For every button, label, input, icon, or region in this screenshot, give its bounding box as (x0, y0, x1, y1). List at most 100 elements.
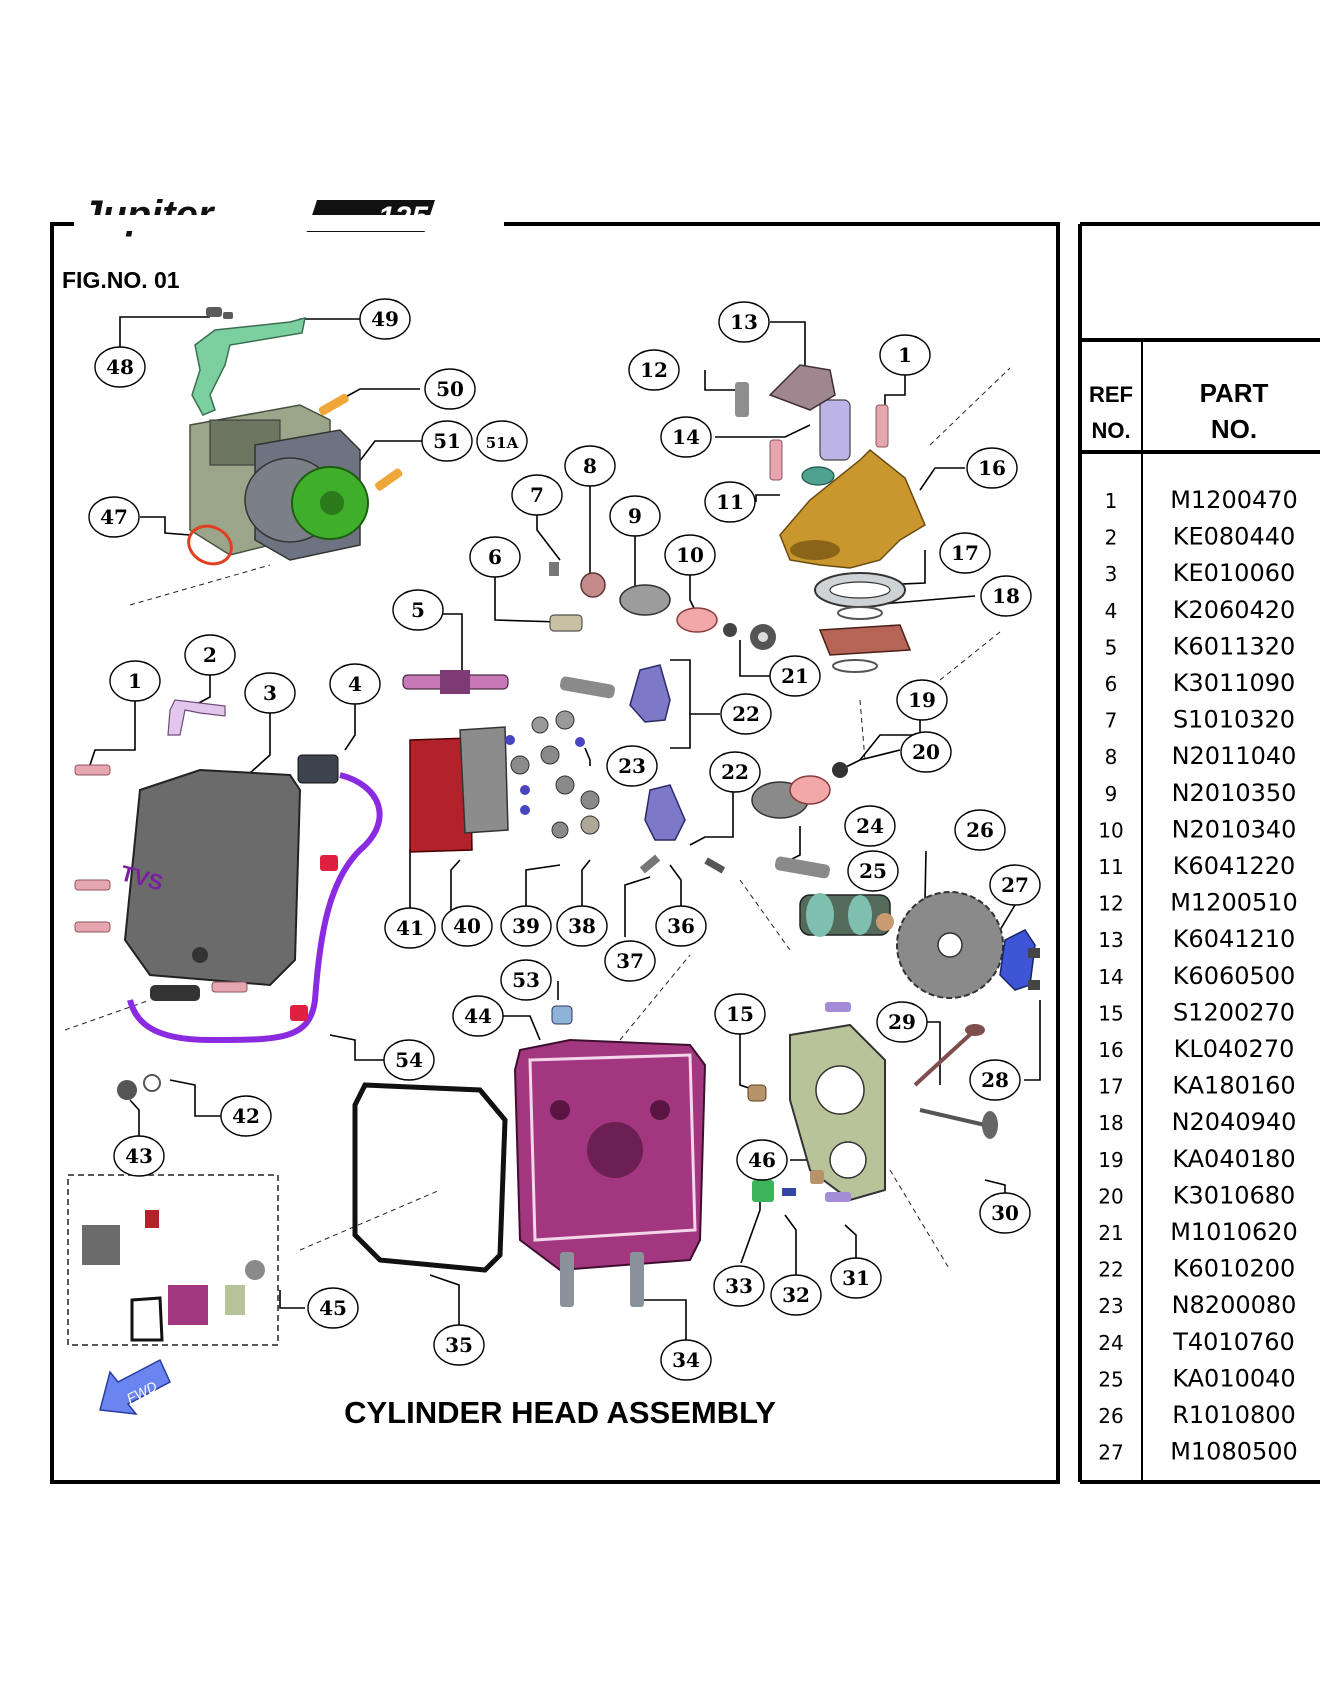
table-ref-cell: 1 (1105, 489, 1118, 513)
callout-bubble (979, 1192, 1031, 1234)
figure-title: CYLINDER HEAD ASSEMBLY (344, 1395, 776, 1430)
callout-bubble (307, 1287, 359, 1329)
header-part-line1: PART (1200, 378, 1269, 408)
part-spark-plug-5 (402, 670, 509, 694)
part-rocker-arm-22 (559, 664, 686, 841)
table-ref-cell: 13 (1098, 928, 1123, 952)
table-ref-cell: 20 (1098, 1184, 1123, 1208)
callout-label: 51 (433, 429, 461, 453)
callout-bubble (718, 301, 770, 343)
table-ref-cell: 7 (1105, 709, 1118, 733)
part-valve-30 (919, 1108, 998, 1139)
callout-bubble (421, 420, 473, 462)
callout-bubble (844, 805, 896, 847)
part-gasket-40 (459, 726, 509, 834)
callout-label: 13 (730, 310, 758, 334)
callout-label: 29 (888, 1010, 916, 1034)
table-ref-cell: 3 (1105, 562, 1118, 586)
callout-bubble (966, 447, 1018, 489)
callout-label: 49 (371, 307, 399, 331)
callout-bubble (713, 1265, 765, 1307)
part-gasket-46 (789, 1023, 886, 1202)
table-part-cell: K6041220 (1173, 852, 1296, 880)
callout-label: 47 (100, 505, 128, 529)
callout-bubble (511, 474, 563, 516)
callout-bubble (628, 349, 680, 391)
callout-label: 12 (640, 358, 668, 382)
callout-bubble (989, 864, 1041, 906)
part-bolt-1-top (769, 404, 889, 481)
callout-label: 18 (992, 584, 1020, 608)
part-camshaft-25 (799, 893, 894, 937)
figure-frame (50, 222, 1060, 1484)
callout-label: 46 (748, 1148, 776, 1172)
callout-bubble (980, 575, 1032, 617)
callout-label: 44 (464, 1004, 492, 1028)
callout-label: 15 (726, 1002, 754, 1026)
callout-bubble (736, 1139, 788, 1181)
callout-label: 2 (203, 643, 217, 667)
table-part-cell: N8200080 (1172, 1291, 1297, 1319)
part-throttle-bracket-49 (191, 316, 306, 416)
table-ref-cell: 11 (1098, 855, 1123, 879)
table-ref-cell: 17 (1098, 1075, 1123, 1099)
table-part-cell: K6060500 (1173, 962, 1296, 990)
table-ref-cell: 21 (1098, 1221, 1123, 1245)
callout-bubble (113, 1135, 165, 1177)
part-retainer-8 (580, 572, 606, 598)
callout-label: 16 (978, 456, 1006, 480)
callout-bubble (94, 346, 146, 388)
part-seal-6 (549, 614, 583, 632)
table-part-cell: N2010350 (1172, 779, 1297, 807)
callout-label: 26 (966, 818, 994, 842)
table-part-cell: KA010040 (1172, 1364, 1295, 1392)
callout-label: 28 (981, 1068, 1009, 1092)
callout-label: 10 (676, 543, 704, 567)
callout-bubble (564, 445, 616, 487)
callout-label: 42 (232, 1104, 260, 1128)
table-part-cell: KE010060 (1173, 559, 1296, 587)
callout-label: 40 (453, 914, 481, 938)
callout-bubble (847, 850, 899, 892)
table-ref-cell: 10 (1098, 818, 1123, 842)
callout-bubble (609, 495, 661, 537)
part-adjuster-36-37 (639, 854, 726, 874)
part-hose-4 (127, 772, 383, 1044)
table-part-cell: S1010320 (1173, 706, 1295, 734)
callout-bubble (220, 1095, 272, 1137)
callout-bubble (660, 416, 712, 458)
callout-label: 31 (842, 1266, 870, 1290)
callout-label: 4 (348, 672, 362, 696)
table-ref-cell: 5 (1105, 635, 1118, 659)
callout-label: 53 (512, 968, 540, 992)
table-ref-cell: 14 (1098, 965, 1123, 989)
part-injector-holder-13 (768, 364, 836, 411)
callout-bubble (424, 368, 476, 410)
table-ref-cell: 18 (1098, 1111, 1123, 1135)
callout-bubble (606, 745, 658, 787)
callout-label: 48 (106, 355, 134, 379)
callout-bubble (939, 532, 991, 574)
callout-label: 9 (628, 504, 642, 528)
callout-label: 36 (667, 914, 695, 938)
callout-bubble (500, 905, 552, 947)
callout-label: 19 (908, 688, 936, 712)
table-ref-cell: 27 (1098, 1441, 1123, 1465)
table-part-cell: KA180160 (1172, 1072, 1295, 1100)
callout-label: 54 (395, 1048, 423, 1072)
figure-number: FIG.NO. 01 (62, 267, 180, 293)
part-pipe-2 (167, 699, 226, 736)
table-ref-cell: 19 (1098, 1148, 1123, 1172)
table-ref-cell: 9 (1105, 782, 1118, 806)
callout-label: 6 (488, 545, 502, 569)
callout-bubble (452, 995, 504, 1037)
table-part-cell: M1200510 (1170, 889, 1298, 917)
callout-label: 45 (319, 1296, 347, 1320)
fwd-arrow: FWD (99, 1358, 171, 1415)
table-part-cell: N2011040 (1172, 742, 1297, 770)
part-plug-43-42 (117, 1074, 161, 1100)
callout-label: 37 (616, 949, 644, 973)
callout-label: 17 (951, 541, 979, 565)
